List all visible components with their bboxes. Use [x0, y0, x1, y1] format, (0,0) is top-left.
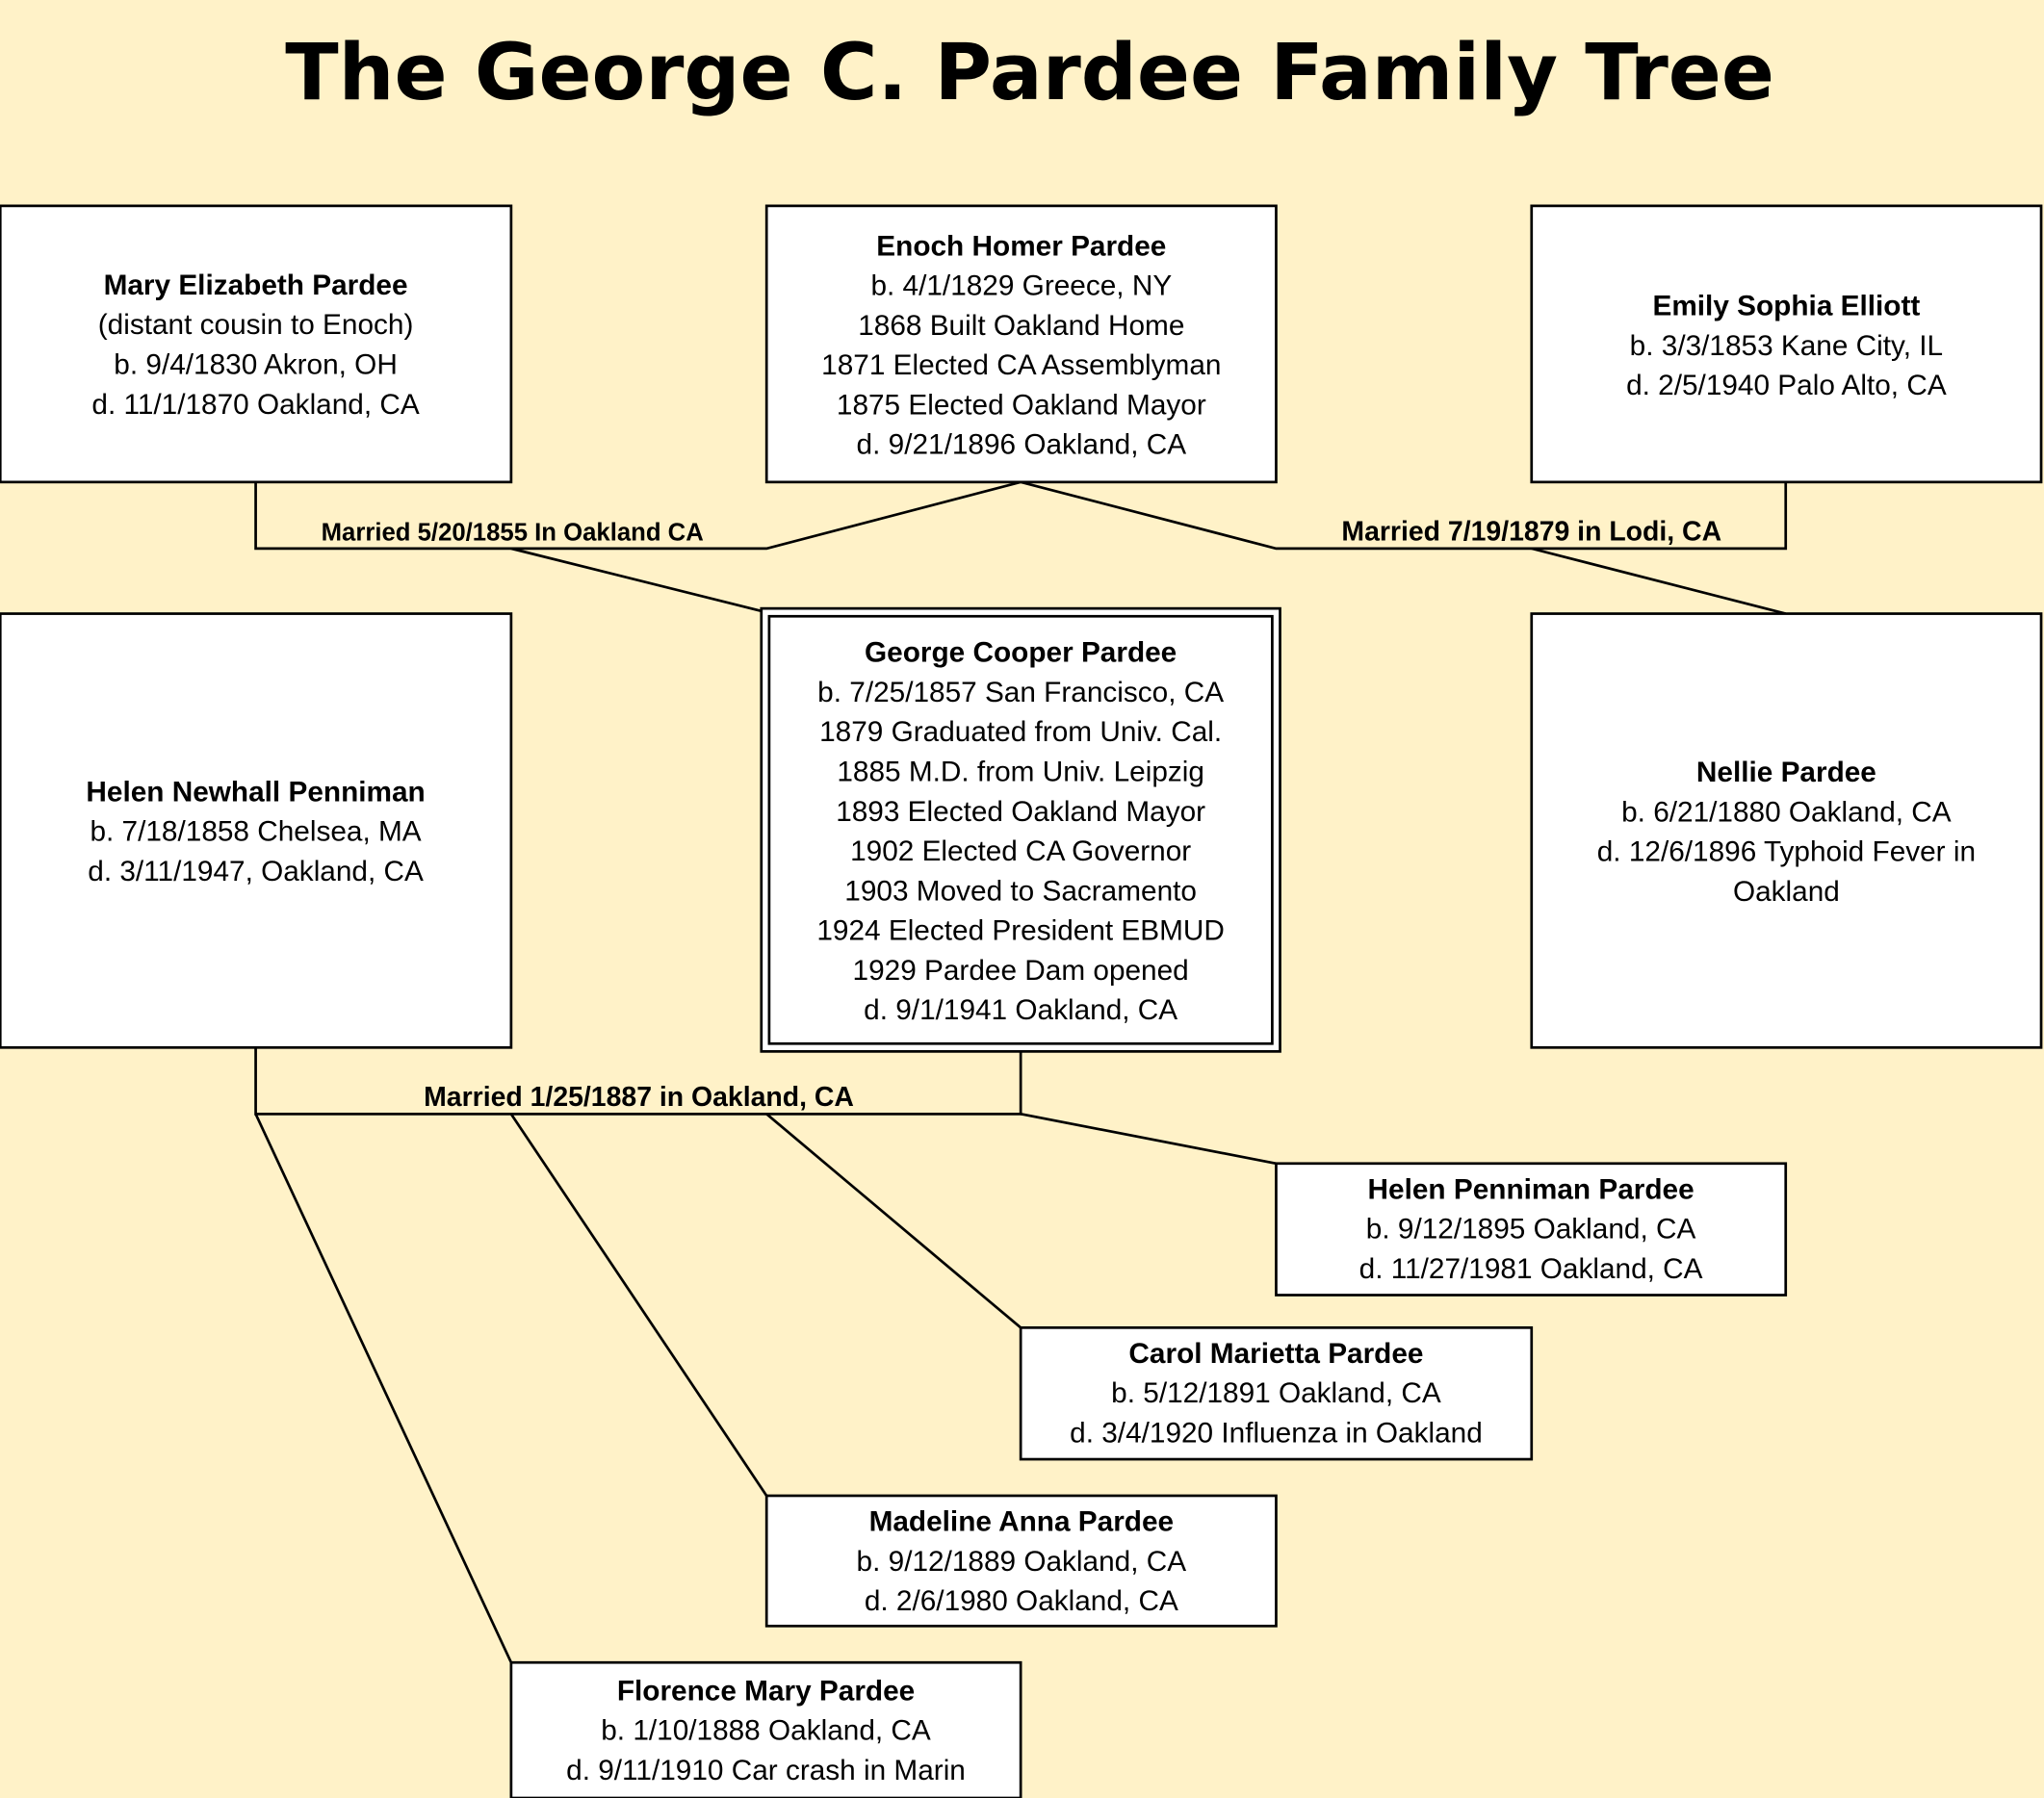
- person-detail: b. 4/1/1829 Greece, NY: [870, 270, 1172, 302]
- person-name: Carol Marietta Pardee: [1128, 1338, 1423, 1370]
- person-detail: 1902 Elected CA Governor: [850, 835, 1191, 867]
- box-border: [1019, 1325, 1534, 1461]
- person-box-madeline: Madeline Anna Pardee b. 9/12/1889 Oakland…: [764, 1494, 1278, 1628]
- person-detail: 1929 Pardee Dam opened: [853, 955, 1189, 987]
- person-name: Florence Mary Pardee: [617, 1675, 915, 1707]
- person-detail: 1924 Elected President EBMUD: [816, 915, 1225, 947]
- child-line-carol: [765, 1113, 1022, 1329]
- person-box-florence: Florence Mary Pardee b. 1/10/1888 Oakland…: [509, 1660, 1022, 1798]
- child-line-george: [510, 547, 763, 613]
- person-detail: 1875 Elected Oakland Mayor: [837, 389, 1206, 421]
- person-detail: d. 12/6/1896 Typhoid Fever in: [1597, 836, 1976, 868]
- box-border: [764, 1494, 1278, 1628]
- person-name: Mary Elizabeth Pardee: [104, 270, 408, 301]
- marriage-label-enoch-emily: Married 7/19/1879 in Lodi, CA: [1341, 517, 1721, 548]
- person-detail: b. 1/10/1888 Oakland, CA: [601, 1715, 931, 1747]
- page-title: The George C. Pardee Family Tree: [285, 28, 1774, 118]
- child-line-nellie: [1531, 547, 1787, 615]
- person-box-helen-n: Helen Newhall Penniman b. 7/18/1858 Chels…: [0, 612, 513, 1049]
- person-detail: d. 2/5/1940 Palo Alto, CA: [1626, 370, 1947, 401]
- person-name: George Cooper Pardee: [865, 637, 1177, 669]
- person-box-mary: Mary Elizabeth Pardee (distant cousin to …: [0, 204, 513, 484]
- person-box-george: George Cooper Pardee b. 7/25/1857 San Fra…: [760, 606, 1281, 1053]
- person-name: Emily Sophia Elliott: [1652, 291, 1920, 322]
- box-border: [767, 614, 1274, 1045]
- person-detail: b. 3/3/1853 Kane City, IL: [1630, 330, 1943, 362]
- person-detail: Oakland: [1733, 876, 1840, 908]
- person-detail: b. 7/25/1857 San Francisco, CA: [817, 677, 1224, 708]
- person-detail: b. 7/18/1858 Chelsea, MA: [90, 816, 421, 848]
- person-box-carol: Carol Marietta Pardee b. 5/12/1891 Oaklan…: [1019, 1325, 1534, 1461]
- marriage-label-george-helen: Married 1/25/1887 in Oakland, CA: [424, 1082, 854, 1113]
- marriage-line-george-helen: [254, 1047, 1022, 1116]
- person-box-emily: Emily Sophia Elliott b. 3/3/1853 Kane Cit…: [1530, 204, 2043, 484]
- person-detail: 1893 Elected Oakland Mayor: [836, 796, 1205, 828]
- box-border: [1530, 612, 2043, 1049]
- person-detail: 1885 M.D. from Univ. Leipzig: [837, 756, 1204, 787]
- box-border: [764, 204, 1278, 484]
- person-detail: d. 3/11/1947, Oakland, CA: [88, 856, 424, 887]
- box-border: [1530, 204, 2043, 484]
- person-detail: d. 9/21/1896 Oakland, CA: [857, 429, 1187, 461]
- person-detail: 1903 Moved to Sacramento: [844, 875, 1197, 907]
- person-box-nellie: Nellie Pardee b. 6/21/1880 Oakland, CA d. …: [1530, 612, 2043, 1049]
- box-border: [0, 612, 513, 1049]
- person-detail: b. 9/12/1895 Oakland, CA: [1366, 1214, 1696, 1246]
- person-detail: 1871 Elected CA Assemblyman: [821, 349, 1221, 381]
- box-border: [0, 204, 513, 484]
- person-detail: (distant cousin to Enoch): [98, 309, 414, 341]
- person-name: Nellie Pardee: [1696, 757, 1876, 788]
- person-detail: b. 6/21/1880 Oakland, CA: [1621, 796, 1952, 828]
- person-detail: d. 3/4/1920 Influenza in Oakland: [1070, 1417, 1483, 1449]
- person-name: Enoch Homer Pardee: [876, 230, 1166, 262]
- person-detail: b. 9/12/1889 Oakland, CA: [857, 1546, 1187, 1578]
- person-detail: 1868 Built Oakland Home: [858, 310, 1184, 342]
- person-detail: 1879 Graduated from Univ. Cal.: [819, 716, 1222, 748]
- child-line-helen-p: [1020, 1113, 1277, 1166]
- person-detail: d. 11/1/1870 Oakland, CA: [91, 389, 419, 421]
- person-detail: d. 9/1/1941 Oakland, CA: [864, 994, 1177, 1026]
- person-name: Madeline Anna Pardee: [869, 1506, 1175, 1538]
- person-name: Helen Penniman Pardee: [1368, 1173, 1695, 1205]
- marriage-label-enoch-mary: Married 5/20/1855 In Oakland CA: [322, 520, 704, 547]
- person-detail: b. 5/12/1891 Oakland, CA: [1111, 1377, 1441, 1409]
- person-detail: d. 9/11/1910 Car crash in Marin: [566, 1755, 966, 1786]
- box-border: [509, 1660, 1022, 1798]
- person-detail: d. 11/27/1981 Oakland, CA: [1359, 1253, 1703, 1285]
- person-detail: b. 9/4/1830 Akron, OH: [114, 348, 398, 380]
- person-box-enoch: Enoch Homer Pardee b. 4/1/1829 Greece, NY…: [764, 204, 1278, 484]
- person-box-helen-p: Helen Penniman Pardee b. 9/12/1895 Oaklan…: [1275, 1162, 1788, 1297]
- child-line-madeline: [509, 1113, 768, 1497]
- child-line-florence: [254, 1113, 513, 1663]
- person-name: Helen Newhall Penniman: [86, 776, 425, 808]
- person-detail: d. 2/6/1980 Oakland, CA: [865, 1585, 1178, 1617]
- box-border: [1275, 1162, 1788, 1297]
